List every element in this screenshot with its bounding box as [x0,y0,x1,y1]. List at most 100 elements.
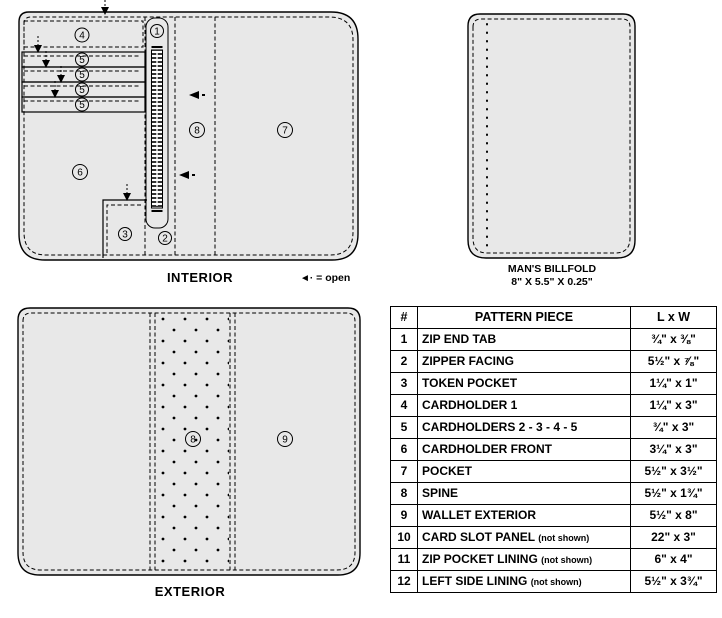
open-edge-arrow-2 [179,171,195,179]
piece-name: WALLET EXTERIOR [422,508,536,523]
table-header-row: # PATTERN PIECE L x W [390,306,717,329]
interior-diagram: 1 2 3 4 5 5 5 5 6 7 8 [18,0,359,261]
billfold-dimensions: 8" X 5.5" X 0.25" [511,276,593,288]
row-size: 1¼" x 1" [630,372,717,395]
insert-arrow-strip2 [42,51,50,68]
header-piece: PATTERN PIECE [417,306,631,329]
insert-arrow-top [101,0,109,15]
interior-caption: INTERIOR [166,270,234,285]
svg-text:5: 5 [79,70,85,81]
piece-name: LEFT SIDE LINING [422,574,528,589]
piece-label-8-exterior: 8 [185,431,201,447]
row-name: CARD SLOT PANEL (not shown) [417,526,631,549]
piece-label-4: 4 [74,27,90,43]
open-legend-text: = open [316,272,351,284]
svg-text:9: 9 [282,435,288,446]
piece-label-5a: 5 [75,52,89,67]
piece-label-3: 3 [118,227,132,241]
open-arrow-icon: ◄· [300,273,314,284]
row-name: ZIP END TAB [417,328,631,351]
piece-label-1: 1 [150,24,164,38]
interior-outline [18,11,359,261]
row-size: 1¼" x 3" [630,394,717,417]
piece-label-5b: 5 [75,67,89,82]
row-size: 5½" x 3¾" [630,570,717,593]
piece-label-5d: 5 [75,97,89,112]
open-legend: ◄· = open [300,272,350,284]
svg-text:1: 1 [154,27,160,38]
svg-text:6: 6 [77,168,83,179]
row-name: ZIPPER FACING [417,350,631,373]
row-num: 9 [390,504,418,527]
piece-note: (not shown) [541,555,593,566]
insert-arrow-strip1 [34,36,42,53]
row-size: 3¼" x 3" [630,438,717,461]
exterior-panel-lines [149,313,236,570]
row-name: POCKET [417,460,631,483]
billfold-outline [467,13,636,259]
table-row: 3 TOKEN POCKET 1¼" x 1" [390,372,717,395]
row-size: ¾" x ⅜" [630,328,717,351]
row-size: ¾" x 3" [630,416,717,439]
piece-label-7: 7 [277,122,293,138]
piece-name: CARDHOLDERS 2 - 3 - 4 - 5 [422,420,578,435]
piece-name: ZIPPER FACING [422,354,515,369]
piece-label-8: 8 [189,122,205,138]
table-row: 8 SPINE 5½" x 1¾" [390,482,717,505]
cardholder-strips [21,51,146,113]
piece-name: CARDHOLDER FRONT [422,442,552,457]
row-num: 6 [390,438,418,461]
piece-label-5c: 5 [75,82,89,97]
insert-arrow-token-pocket [123,184,131,201]
row-num: 8 [390,482,418,505]
row-name: CARDHOLDERS 2 - 3 - 4 - 5 [417,416,631,439]
billfold-caption: MAN'S BILLFOLD [507,263,597,275]
table-row: 7 POCKET 5½" x 3½" [390,460,717,483]
table-row: 9 WALLET EXTERIOR 5½" x 8" [390,504,717,527]
row-name: LEFT SIDE LINING (not shown) [417,570,631,593]
row-num: 2 [390,350,418,373]
table-row: 4 CARDHOLDER 1 1¼" x 3" [390,394,717,417]
row-size: 5½" x 8" [630,504,717,527]
billfold-diagram [467,13,636,259]
table-row: 12 LEFT SIDE LINING (not shown) 5½" x 3¾… [390,570,717,593]
piece-name: CARD SLOT PANEL [422,530,535,545]
insert-arrow-strip3 [57,66,65,83]
exterior-caption: EXTERIOR [154,584,226,599]
row-num: 5 [390,416,418,439]
row-size: 5½" x 1¾" [630,482,717,505]
row-num: 1 [390,328,418,351]
row-num: 11 [390,548,418,571]
piece-name: ZIP END TAB [422,332,497,347]
spine-dot-grid [159,317,229,565]
table-row: 10 CARD SLOT PANEL (not shown) 22" x 3" [390,526,717,549]
svg-text:8: 8 [194,126,200,137]
svg-text:7: 7 [282,126,288,137]
row-num: 12 [390,570,418,593]
svg-text:8: 8 [190,435,196,446]
piece-note: (not shown) [530,577,582,588]
table-row: 11 ZIP POCKET LINING (not shown) 6" x 4" [390,548,717,571]
pattern-piece-table: # PATTERN PIECE L x W 1 ZIP END TAB ¾" x… [390,306,717,593]
piece-note: (not shown) [538,533,590,544]
piece-name: TOKEN POCKET [422,376,518,391]
piece-label-2: 2 [158,231,172,245]
row-num: 10 [390,526,418,549]
row-name: ZIP POCKET LINING (not shown) [417,548,631,571]
row-size: 6" x 4" [630,548,717,571]
row-num: 3 [390,372,418,395]
table-row: 5 CARDHOLDERS 2 - 3 - 4 - 5 ¾" x 3" [390,416,717,439]
piece-label-9-exterior: 9 [277,431,293,447]
svg-text:5: 5 [79,85,85,96]
table-row: 2 ZIPPER FACING 5½" x ⅞" [390,350,717,373]
svg-text:2: 2 [162,234,168,245]
row-num: 7 [390,460,418,483]
piece-name: CARDHOLDER 1 [422,398,518,413]
cardholder-1 [23,20,144,48]
open-edge-arrow-1 [189,91,205,99]
piece-name: SPINE [422,486,459,501]
header-num: # [390,306,418,329]
svg-text:4: 4 [79,31,85,42]
row-name: SPINE [417,482,631,505]
